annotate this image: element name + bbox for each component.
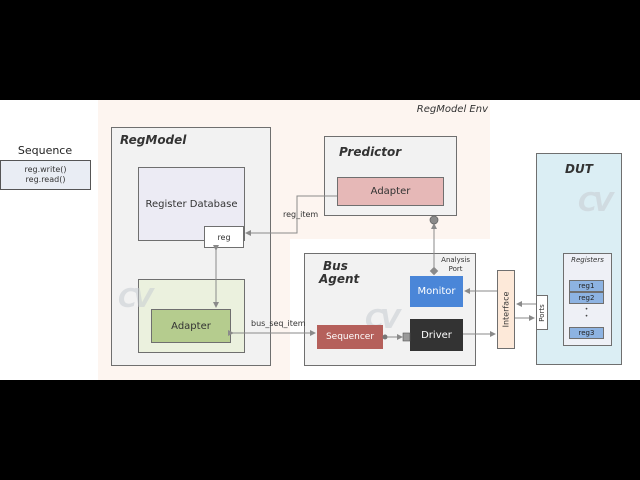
sequence-title: Sequence [17,144,73,157]
monitor-box[interactable]: Monitor [410,276,463,307]
regmodel-title: RegModel [120,133,187,147]
analysis-port-label-line1: Analysis [441,256,470,264]
ports-box[interactable]: Ports [536,295,548,330]
sequencer-box[interactable]: Sequencer [317,325,383,349]
watermark-logo: CV [118,284,153,314]
watermark-logo-dut: CV [578,188,613,218]
driver-label: Driver [421,329,452,341]
reg-item-label: reg_item [283,210,319,219]
driver-box[interactable]: Driver [410,319,463,351]
register-database-label: Register Database [145,198,238,210]
register-reg3[interactable]: reg3 [569,327,604,339]
regmodel-adapter-label: Adapter [171,320,211,332]
ports-label: Ports [538,303,546,322]
regmodel-env-label: RegModel Env [416,104,488,115]
register-reg3-label: reg3 [578,329,595,337]
sequence-line-read: reg.read() [25,175,66,184]
bus-agent-title-line1: Bus [323,259,348,273]
interface-box[interactable]: Interface [497,270,515,349]
analysis-port-label-line2: Port [448,265,463,273]
bus-agent-title-line2: Agent [319,272,360,286]
sequence-line-write: reg.write() [24,165,67,174]
diagram-canvas: RegModel Env Sequence reg.write() reg.re… [0,100,640,380]
predictor-adapter-label: Adapter [370,186,411,197]
bus-agent-box[interactable]: Bus Agent Analysis Port [304,253,476,366]
register-reg1[interactable]: reg1 [569,280,604,292]
sequence-box[interactable]: reg.write() reg.read() [0,160,91,190]
reg-label: reg [217,232,231,242]
dut-title: DUT [565,162,593,176]
bus-seq-item-label: bus_seq_item [251,319,306,328]
predictor-title: Predictor [339,145,402,159]
register-reg1-label: reg1 [578,282,595,290]
register-reg2[interactable]: reg2 [569,292,604,304]
regmodel-adapter[interactable]: Adapter [151,309,231,343]
interface-label: Interface [501,291,511,328]
register-reg2-label: reg2 [578,294,595,302]
reg-box[interactable]: reg [204,226,244,248]
monitor-label: Monitor [417,286,456,297]
bus-agent-title: Bus Agent [319,260,359,286]
register-ellipsis: • • [584,306,589,320]
sequencer-label: Sequencer [325,332,375,342]
registers-title: Registers [571,256,604,264]
predictor-adapter[interactable]: Adapter [337,177,444,206]
analysis-port-label: Analysis Port [441,256,470,274]
